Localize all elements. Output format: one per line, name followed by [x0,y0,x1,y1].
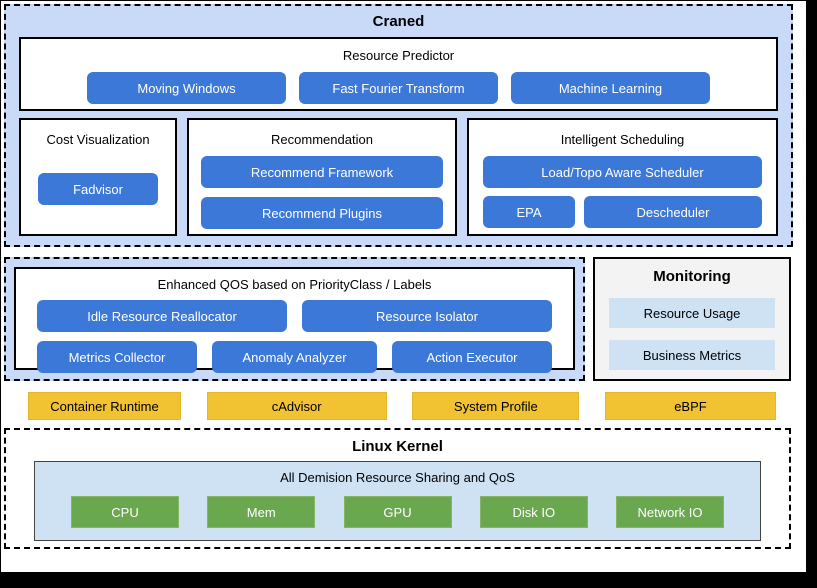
intelligent-scheduling-title: Intelligent Scheduling [560,132,685,147]
resource-predictor-buttons: Moving Windows Fast Fourier Transform Ma… [21,72,776,104]
qos-row-1: Idle Resource Reallocator Resource Isola… [16,300,573,332]
node-mem: Mem [207,496,316,528]
resource-predictor-box: Resource Predictor Moving Windows Fast F… [19,37,778,111]
craned-title: Craned [372,13,425,30]
node-cpu: CPU [71,496,179,528]
node-action-executor: Action Executor [392,341,552,373]
node-gpu: GPU [343,496,452,528]
qos-row-2: Metrics Collector Anomaly Analyzer Actio… [16,341,573,373]
kernel-resources-row: CPU Mem GPU Disk IO Network IO [35,496,760,528]
qos-box: Enhanced QOS based on PriorityClass / La… [14,267,575,373]
node-fadvisor: Fadvisor [38,173,158,205]
craned-container: Craned Resource Predictor Moving Windows… [4,4,793,247]
node-container-runtime: Container Runtime [28,392,181,420]
node-load-topo-aware-scheduler: Load/Topo Aware Scheduler [483,156,762,188]
resource-sharing-title: All Demision Resource Sharing and QoS [280,470,515,485]
scheduling-sub-row: EPA Descheduler [483,196,762,228]
node-metrics-collector: Metrics Collector [37,341,197,373]
node-fast-fourier-transform: Fast Fourier Transform [299,72,498,104]
recommendation-box: Recommendation Recommend Framework Recom… [187,118,457,236]
recommendation-title: Recommendation [271,132,373,147]
node-resource-usage: Resource Usage [609,298,775,328]
monitoring-box: Monitoring Resource Usage Business Metri… [593,257,791,381]
monitoring-title: Monitoring [653,268,731,285]
qos-title: Enhanced QOS based on PriorityClass / La… [157,277,432,292]
node-anomaly-analyzer: Anomaly Analyzer [212,341,377,373]
linux-kernel-container: Linux Kernel All Demision Resource Shari… [4,428,791,549]
intelligent-scheduling-box: Intelligent Scheduling Load/Topo Aware S… [467,118,778,236]
node-descheduler: Descheduler [584,196,762,228]
node-cadvisor: cAdvisor [206,392,387,420]
node-machine-learning: Machine Learning [511,72,710,104]
node-agents-row: Container Runtime cAdvisor System Profil… [1,392,806,420]
craned-sub-row: Cost Visualization Fadvisor Recommendati… [19,118,778,236]
cost-visualization-box: Cost Visualization Fadvisor [19,118,177,236]
node-idle-resource-reallocator: Idle Resource Reallocator [37,300,287,332]
node-epa: EPA [483,196,575,228]
linux-kernel-title: Linux Kernel [352,438,443,455]
qos-container: Enhanced QOS based on PriorityClass / La… [4,257,585,381]
node-system-profile: System Profile [412,392,580,420]
node-resource-isolator: Resource Isolator [302,300,552,332]
resource-predictor-title: Resource Predictor [342,48,455,63]
cost-visualization-title: Cost Visualization [46,132,150,147]
node-recommend-plugins: Recommend Plugins [201,197,443,229]
node-disk-io: Disk IO [479,496,588,528]
node-recommend-framework: Recommend Framework [201,156,443,188]
node-business-metrics: Business Metrics [609,340,775,370]
node-moving-windows: Moving Windows [87,72,286,104]
resource-sharing-box: All Demision Resource Sharing and QoS CP… [34,461,761,541]
node-network-io: Network IO [616,496,724,528]
node-ebpf: eBPF [604,392,776,420]
